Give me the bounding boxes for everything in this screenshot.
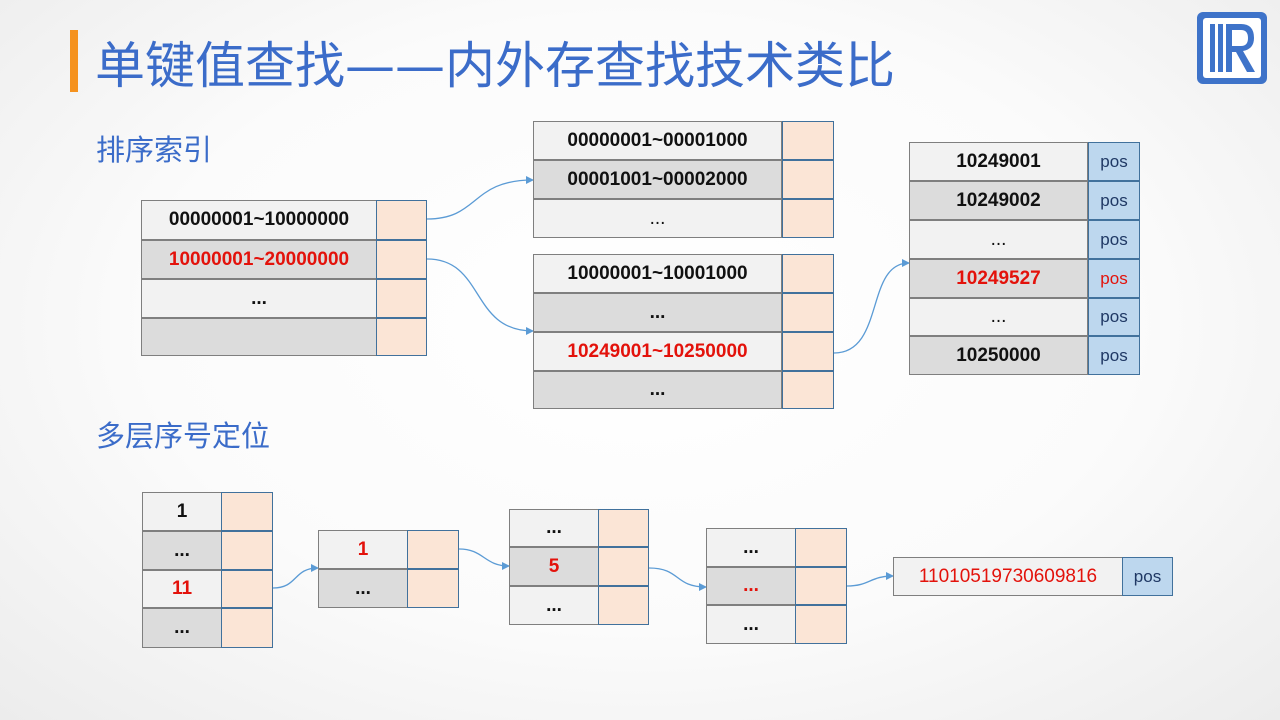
level2a-cell: ... xyxy=(533,199,782,238)
arrow-col4-to-result xyxy=(846,572,894,587)
root-pointer xyxy=(376,240,427,279)
seq-col3-pointer xyxy=(598,586,649,625)
seq-col3-cell: ... xyxy=(509,509,599,547)
leaf-key: 10250000 xyxy=(909,336,1088,375)
seq-col4-pointer xyxy=(795,605,847,644)
level2b-cell: 10249001~10250000 xyxy=(533,332,782,371)
arrow-root-to-a xyxy=(426,176,534,220)
leaf-pos: pos xyxy=(1088,298,1140,336)
arrow-col1-to-col2 xyxy=(272,564,319,589)
seq-col2-cell: ... xyxy=(318,569,408,608)
leaf-pos: pos xyxy=(1088,181,1140,220)
seq-col3-cell: 5 xyxy=(509,547,599,586)
level2b-cell: ... xyxy=(533,371,782,409)
result-key: 11010519730609816 xyxy=(893,557,1123,596)
seq-col1-cell: 11 xyxy=(142,570,222,608)
seq-col1-pointer xyxy=(221,492,273,531)
leaf-key: 10249002 xyxy=(909,181,1088,220)
leaf-key: 10249527 xyxy=(909,259,1088,298)
root-cell: 10000001~20000000 xyxy=(141,240,377,279)
seq-col4-cell: ... xyxy=(706,567,796,605)
root-cell xyxy=(141,318,377,356)
seq-col2-cell: 1 xyxy=(318,530,408,569)
root-cell: ... xyxy=(141,279,377,318)
root-pointer xyxy=(376,318,427,356)
level2a-cell: 00000001~00001000 xyxy=(533,121,782,160)
leaf-pos: pos xyxy=(1088,142,1140,181)
seq-col4-cell: ... xyxy=(706,605,796,644)
section-multi-level: 多层序号定位 xyxy=(96,419,271,453)
seq-col3-cell: ... xyxy=(509,586,599,625)
seq-col1-cell: ... xyxy=(142,531,222,570)
level2a-pointer xyxy=(782,199,834,238)
level2a-pointer xyxy=(782,160,834,199)
seq-col3-pointer xyxy=(598,547,649,586)
level2b-pointer xyxy=(782,293,834,332)
level2b-pointer xyxy=(782,332,834,371)
result-pos: pos xyxy=(1122,557,1173,596)
arrow-col3-to-col4 xyxy=(648,567,707,591)
leaf-key: ... xyxy=(909,298,1088,336)
root-pointer xyxy=(376,279,427,318)
leaf-pos: pos xyxy=(1088,259,1140,298)
leaf-pos: pos xyxy=(1088,336,1140,375)
root-cell: 00000001~10000000 xyxy=(141,200,377,240)
leaf-key: 10249001 xyxy=(909,142,1088,181)
arrow-root-to-b xyxy=(426,258,534,335)
title-accent-bar xyxy=(70,30,78,92)
level2b-cell: 10000001~10001000 xyxy=(533,254,782,293)
seq-col1-cell: 1 xyxy=(142,492,222,531)
seq-col2-pointer xyxy=(407,530,459,569)
level2b-pointer xyxy=(782,254,834,293)
seq-col4-cell: ... xyxy=(706,528,796,567)
section-sort-index: 排序索引 xyxy=(96,133,213,167)
seq-col2-pointer xyxy=(407,569,459,608)
seq-col1-pointer xyxy=(221,570,273,608)
root-pointer xyxy=(376,200,427,240)
level2a-pointer xyxy=(782,121,834,160)
seq-col1-pointer xyxy=(221,531,273,570)
arrow-b-to-leaf xyxy=(833,259,910,354)
seq-col1-cell: ... xyxy=(142,608,222,648)
leaf-pos: pos xyxy=(1088,220,1140,259)
seq-col1-pointer xyxy=(221,608,273,648)
r-logo-icon xyxy=(1197,12,1267,84)
arrow-col2-to-col3 xyxy=(458,548,510,570)
seq-col4-pointer xyxy=(795,567,847,605)
level2b-cell: ... xyxy=(533,293,782,332)
level2b-pointer xyxy=(782,371,834,409)
leaf-key: ... xyxy=(909,220,1088,259)
page-title: 单键值查找——内外存查找技术类比 xyxy=(95,37,895,95)
seq-col3-pointer xyxy=(598,509,649,547)
seq-col4-pointer xyxy=(795,528,847,567)
level2a-cell: 00001001~00002000 xyxy=(533,160,782,199)
